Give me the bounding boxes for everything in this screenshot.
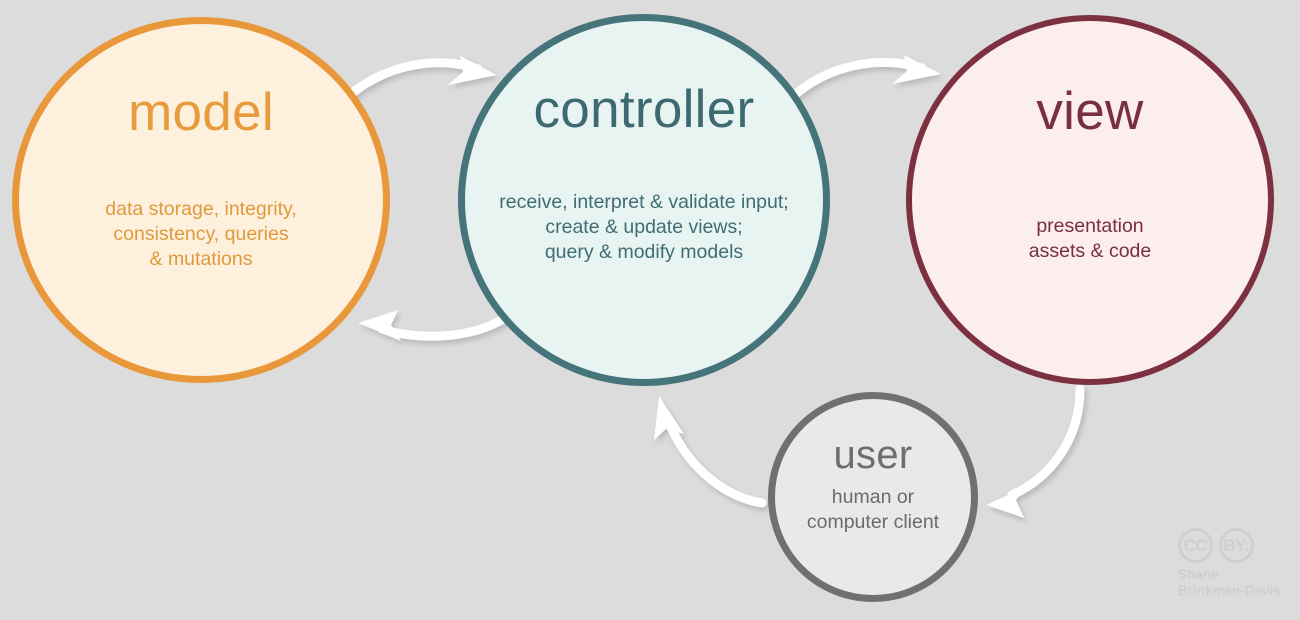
arrow-controller-to-model xyxy=(358,310,510,341)
creative-commons-badge[interactable]: CC BY: Shane Brinkman-Davis xyxy=(1178,528,1294,598)
node-user-title: user xyxy=(833,433,913,477)
node-view-description: presentation assets & code xyxy=(1028,215,1152,262)
cc-icon: CC xyxy=(1178,528,1213,563)
arrow-view-to-user xyxy=(986,384,1085,518)
author-credit: Shane Brinkman-Davis xyxy=(1178,567,1281,598)
node-user[interactable]: user human or computer client xyxy=(768,392,978,602)
node-view-title: view xyxy=(1036,82,1144,141)
cc-badge-marks: CC BY: xyxy=(1178,528,1294,563)
cc-by-icon: BY: xyxy=(1219,528,1254,563)
node-controller[interactable]: controller receive, interpret & validate… xyxy=(458,14,830,386)
node-model-title: model xyxy=(128,83,274,142)
node-model[interactable]: model data storage, integrity, consisten… xyxy=(12,17,390,383)
node-controller-title: controller xyxy=(533,80,755,139)
node-model-description: data storage, integrity, consistency, qu… xyxy=(105,198,297,270)
arrow-model-to-controller xyxy=(338,56,497,106)
arrow-controller-to-view xyxy=(785,55,941,104)
node-view[interactable]: view presentation assets & code xyxy=(906,15,1274,385)
node-user-description: human or computer client xyxy=(806,486,940,533)
arrow-user-to-controller xyxy=(654,396,767,508)
node-controller-description: receive, interpret & validate input; cre… xyxy=(499,191,789,263)
